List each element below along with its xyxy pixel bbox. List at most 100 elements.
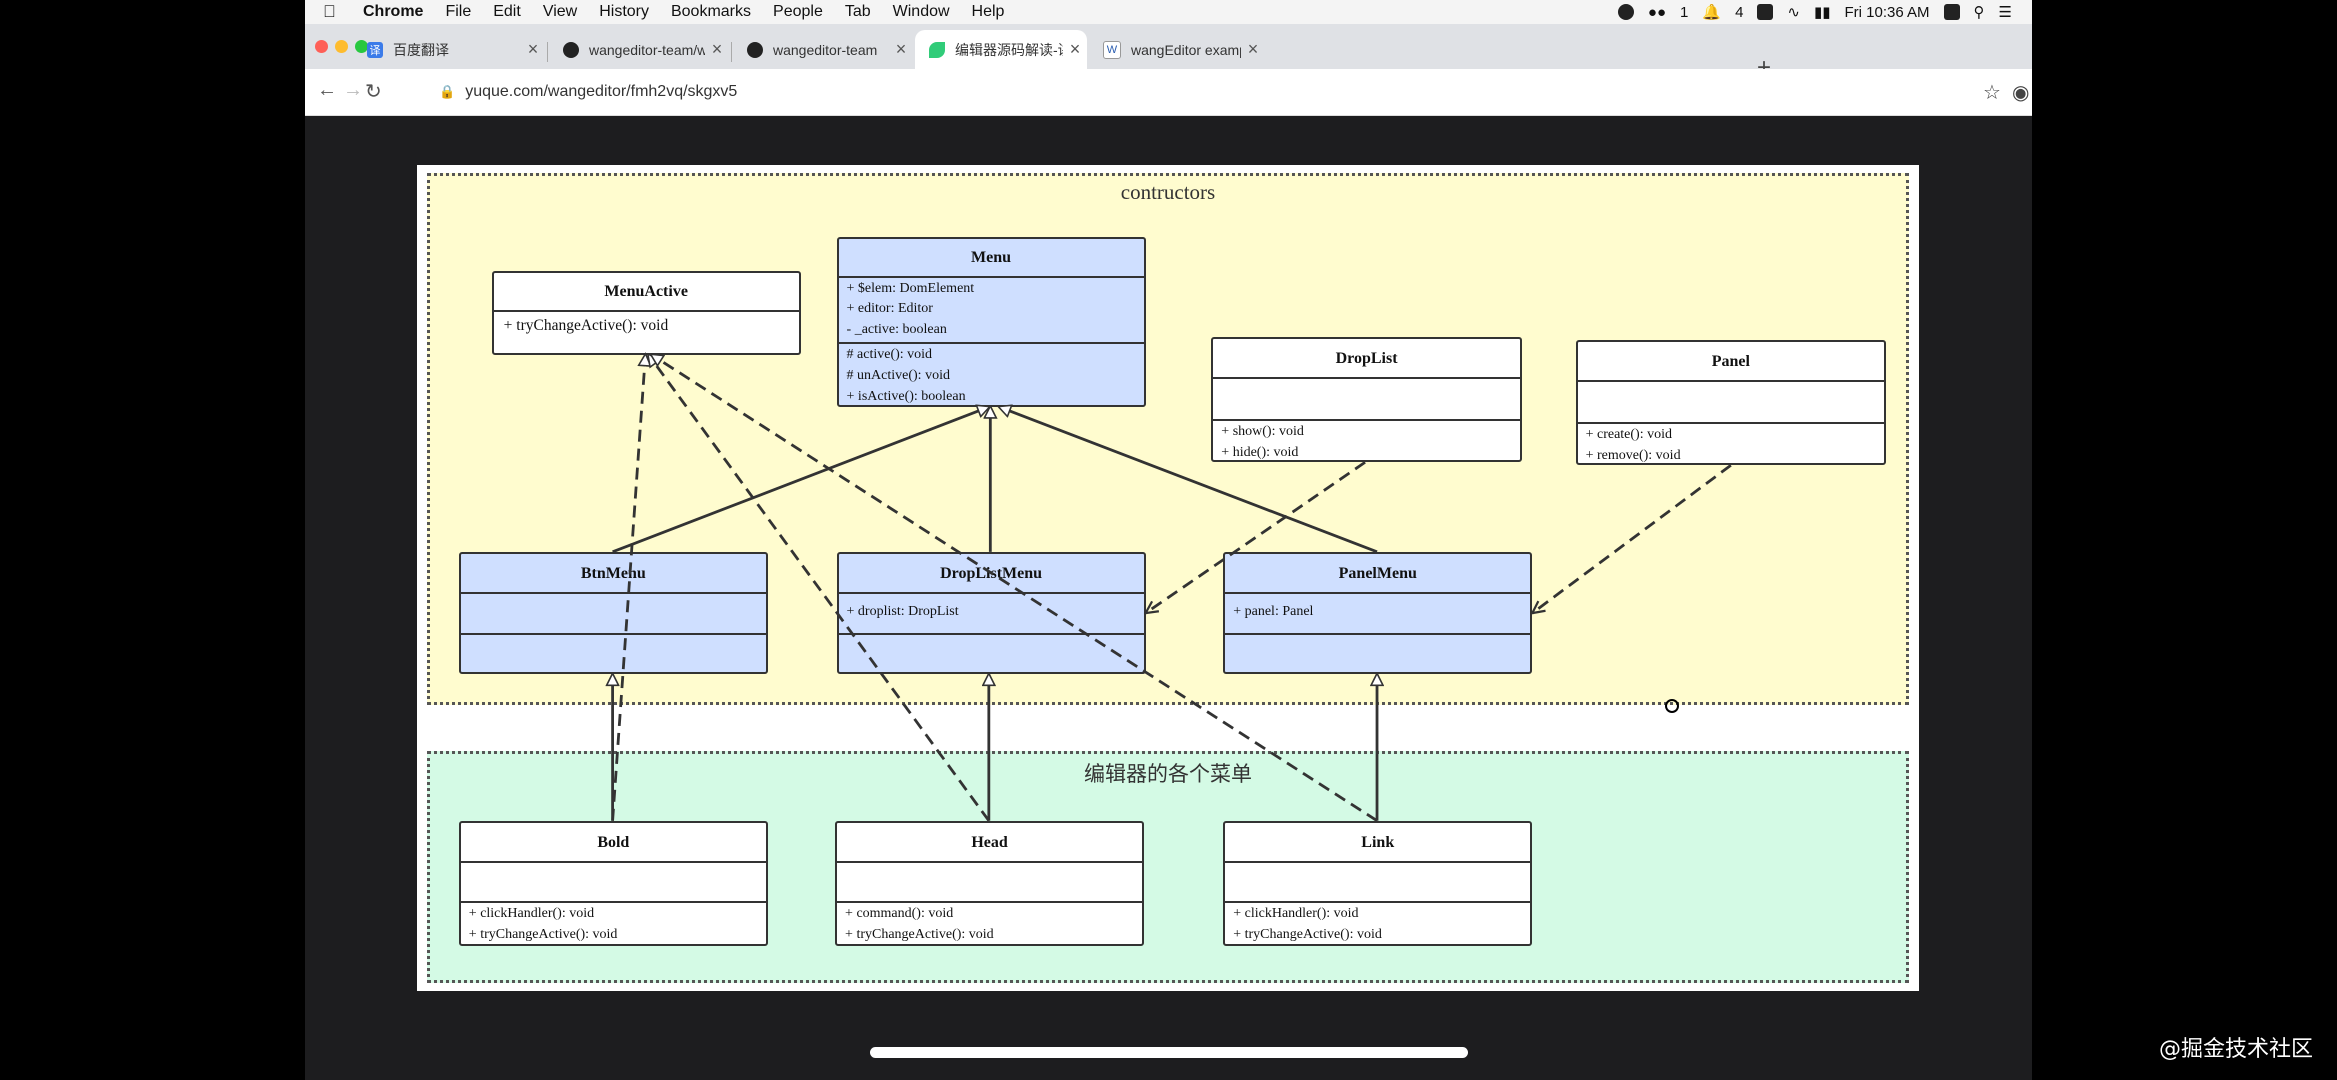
window-zoom-button[interactable]	[355, 40, 368, 53]
tab-separator	[731, 42, 732, 62]
tab-title: wangeditor-team/we-next: we	[589, 41, 705, 58]
tab-title: 百度翻译	[393, 41, 449, 58]
tab-yuque-active[interactable]: 编辑器源码解读-讲义 · 语雀 ×	[915, 30, 1087, 69]
class-name: Link	[1225, 823, 1531, 864]
spotlight-search-icon[interactable]: ⚲	[1973, 4, 1985, 21]
tab-baidu-translate[interactable]: 译 百度翻译 ×	[353, 30, 545, 69]
method: + tryChangeActive(): void	[468, 927, 618, 943]
tab-wangeditor-example[interactable]: W wangEditor example ×	[1089, 30, 1265, 69]
edge-gen-panelmenu-menu	[999, 407, 1378, 554]
menu-bookmarks[interactable]: Bookmarks	[670, 3, 752, 20]
notification-list-icon[interactable]: ☰	[1998, 4, 2012, 21]
menu-view[interactable]: View	[542, 3, 578, 20]
method: + command(): void	[845, 906, 954, 922]
class-name: DropList	[1213, 339, 1520, 380]
tab-strip: 译 百度翻译 × wangeditor-team/we-next: we × w…	[305, 24, 2032, 81]
method: + create(): void	[1585, 426, 1672, 442]
menu-history[interactable]: History	[599, 3, 649, 20]
package-title: 编辑器的各个菜单	[1084, 762, 1252, 786]
menu-file[interactable]: File	[445, 3, 472, 20]
class-fields: + panel: Panel	[1225, 594, 1531, 635]
class-fields	[1577, 382, 1885, 424]
method: + clickHandler(): void	[468, 906, 595, 922]
github-icon	[563, 41, 579, 58]
zoom-cursor-icon	[1665, 699, 1679, 713]
class-name: Panel	[1577, 342, 1885, 383]
class-fields	[837, 863, 1143, 904]
class-name: MenuActive	[493, 273, 799, 312]
class-panelmenu: PanelMenu + panel: Panel	[1223, 551, 1533, 675]
wifi-icon[interactable]: ∿	[1787, 4, 1800, 21]
bell-icon[interactable]: 🔔	[1702, 4, 1722, 21]
method: + show(): void	[1221, 423, 1304, 439]
class-menu: Menu + $elem: DomElement + editor: Edito…	[836, 236, 1146, 407]
class-fields	[1225, 863, 1531, 904]
profile-avatar-icon[interactable]: ◉	[2012, 82, 2030, 104]
menu-help[interactable]: Help	[971, 3, 1005, 20]
yuque-icon	[929, 41, 945, 58]
field: + droplist: DropList	[846, 604, 959, 620]
class-panel: Panel + create(): void + remove(): void	[1575, 339, 1887, 466]
field: + editor: Editor	[846, 301, 933, 317]
tab-close-icon[interactable]: ×	[711, 39, 723, 59]
page-content: contructors 编辑器的各个菜单 MenuActive + tryCha…	[305, 116, 2032, 1080]
method: # active(): void	[846, 347, 933, 363]
lock-icon[interactable]: 🔒	[439, 84, 456, 99]
method: + clickHandler(): void	[1233, 906, 1359, 922]
class-methods: + show(): void + hide(): void	[1213, 421, 1520, 460]
uml-class-diagram: contructors 编辑器的各个菜单 MenuActive + tryCha…	[417, 165, 1919, 991]
tab-close-icon[interactable]: ×	[1069, 39, 1081, 59]
edge-dep-panel-panelmenu	[1532, 464, 1732, 613]
reload-icon[interactable]: ↻	[365, 81, 382, 103]
class-bold: Bold + clickHandler(): void + tryChangeA…	[458, 820, 768, 947]
window-close-button[interactable]	[315, 40, 328, 53]
class-fields	[460, 863, 766, 904]
battery-icon[interactable]: ▮▮	[1813, 4, 1831, 21]
method: + hide(): void	[1221, 444, 1299, 460]
class-link: Link + clickHandler(): void + tryChangeA…	[1223, 820, 1533, 947]
class-methods: + clickHandler(): void + tryChangeActive…	[1225, 903, 1530, 944]
address-url[interactable]: yuque.com/wangeditor/fmh2vq/skgxv5	[465, 83, 738, 100]
class-droplistmenu: DropListMenu + droplist: DropList	[836, 551, 1146, 675]
class-methods: + create(): void + remove(): void	[1578, 424, 1885, 463]
wangeditor-icon: W	[1103, 40, 1121, 59]
grid-icon[interactable]	[1757, 4, 1774, 20]
app-s-icon[interactable]	[1943, 4, 1960, 20]
bell-count: 4	[1735, 3, 1744, 21]
tab-wangeditor-team[interactable]: wangeditor-team ×	[733, 30, 913, 69]
tab-we-next[interactable]: wangeditor-team/we-next: we ×	[549, 30, 729, 69]
class-droplist: DropList + show(): void + hide(): void	[1211, 336, 1522, 463]
tab-close-icon[interactable]: ×	[1247, 39, 1259, 59]
apple-icon[interactable]: 	[323, 2, 343, 22]
class-methods: + tryChangeActive(): void	[494, 312, 799, 339]
menu-tab[interactable]: Tab	[844, 3, 871, 20]
menu-people[interactable]: People	[773, 3, 823, 20]
class-name: Bold	[460, 823, 766, 864]
github-icon	[747, 41, 763, 58]
bookmark-star-icon[interactable]: ☆	[1983, 82, 2001, 104]
menu-app-chrome[interactable]: Chrome	[363, 3, 424, 20]
screen:  Chrome File Edit View History Bookmark…	[305, 0, 2032, 1080]
class-methods: + command(): void + tryChangeActive(): v…	[837, 903, 1142, 944]
address-bar[interactable]: 🔒 yuque.com/wangeditor/fmh2vq/skgxv5	[425, 76, 1945, 108]
edge-real-link-menuactive	[651, 355, 1378, 822]
forward-arrow-icon[interactable]: →	[343, 79, 363, 101]
baidu-translate-icon: 译	[367, 41, 383, 58]
browser-toolbar: ← → ↻ 🔒 yuque.com/wangeditor/fmh2vq/skgx…	[305, 69, 2032, 116]
method: + tryChangeActive(): void	[1233, 927, 1382, 943]
record-icon[interactable]	[1617, 4, 1634, 20]
window-minimize-button[interactable]	[335, 40, 348, 53]
class-fields	[1213, 379, 1520, 421]
clock[interactable]: Fri 10:36 AM	[1844, 3, 1930, 21]
wechat-icon[interactable]: ●●	[1647, 3, 1667, 21]
tab-close-icon[interactable]: ×	[527, 39, 539, 59]
menu-edit[interactable]: Edit	[493, 3, 521, 20]
menu-window[interactable]: Window	[892, 3, 950, 20]
class-methods: # active(): void # unActive(): void + is…	[839, 344, 1144, 405]
tab-close-icon[interactable]: ×	[895, 39, 907, 59]
tab-title: 编辑器源码解读-讲义 · 语雀	[955, 41, 1063, 58]
menu-bar-status-area: ●● 1 🔔 4 ∿ ▮▮ Fri 10:36 AM ⚲ ☰	[1617, 0, 2012, 24]
field: + panel: Panel	[1233, 604, 1314, 620]
edge-gen-btnmenu-menu	[612, 407, 989, 554]
back-arrow-icon[interactable]: ←	[317, 79, 337, 101]
